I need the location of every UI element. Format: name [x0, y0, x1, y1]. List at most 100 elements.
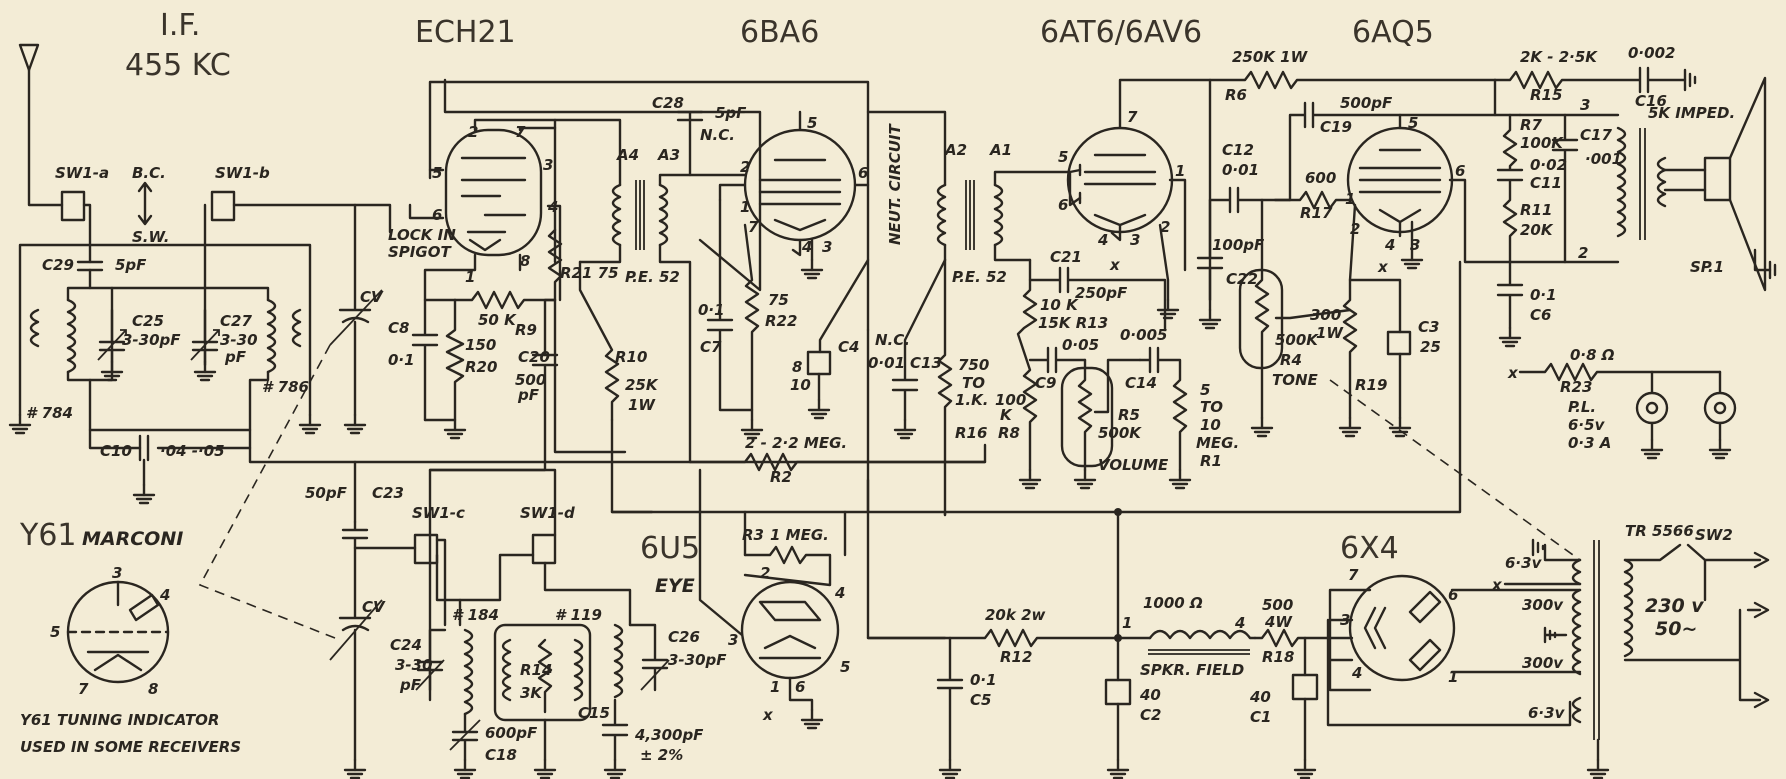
field-value: 1000 Ω	[1143, 594, 1203, 612]
c24-unit: pF	[399, 676, 422, 694]
svg-text:5: 5	[840, 658, 850, 676]
y61-maker: MARCONI	[82, 528, 183, 550]
mains-freq: 50~	[1655, 618, 1697, 640]
coil184-label: # 184	[452, 606, 499, 624]
svg-text:6: 6	[795, 678, 805, 696]
c29-value: 5pF	[115, 256, 147, 274]
6u5-envelope	[740, 580, 840, 680]
c19-label: C19	[1320, 118, 1352, 136]
r12-label: R12	[1000, 648, 1032, 666]
power-transformer	[1571, 558, 1582, 586]
if-transformer-2	[936, 183, 947, 247]
c22-value: 100pF	[1212, 236, 1265, 254]
r21-label: R21 75	[560, 264, 619, 282]
sw1b-label: SW1-b	[215, 164, 270, 182]
svg-text:1: 1	[1448, 668, 1458, 686]
6ba6-stage: 52 16 74 3 A4 A3 P.E. 52 C28 5pF N.C. R1…	[553, 94, 904, 514]
ech21-envelope	[444, 128, 543, 257]
c24-value: 3-30	[395, 656, 433, 674]
c15-tol: ± 2%	[640, 746, 683, 764]
c6-value: 0·1	[1530, 286, 1557, 304]
svg-text:7: 7	[515, 123, 526, 141]
r12-value: 20k 2w	[985, 606, 1046, 624]
svg-text:5: 5	[432, 164, 442, 182]
output-transformer	[1616, 126, 1627, 238]
r1-v3: 10	[1200, 416, 1221, 434]
6aq5-heading: 6AQ5	[1352, 15, 1434, 50]
pe52-label-1: P.E. 52	[625, 268, 680, 286]
r5-value: 500K	[1098, 424, 1142, 442]
coil-784	[66, 298, 77, 374]
svg-text:6: 6	[432, 206, 442, 224]
c28-label: C28	[652, 94, 684, 112]
r14-label: R14	[520, 661, 552, 679]
speaker-field-coil	[1148, 629, 1257, 640]
c15-value: 4,300pF	[634, 726, 704, 744]
svg-text:x: x	[1377, 258, 1389, 276]
sec-2: 300v	[1522, 596, 1564, 614]
c25-value: 3-30pF	[122, 331, 181, 349]
a3-label: A3	[657, 146, 680, 164]
6x4-envelope	[1348, 574, 1456, 682]
r6-label: R6	[1225, 86, 1247, 104]
svg-text:2: 2	[760, 564, 770, 582]
r20-label: R20	[465, 358, 497, 376]
sw1c-label: SW1-c	[412, 504, 465, 522]
c5-value: 0·1	[970, 671, 997, 689]
c13-nc: N.C.	[875, 331, 910, 349]
pl-label: P.L.	[1568, 398, 1596, 416]
r13-value: 10 K	[1040, 296, 1079, 314]
6x4-heading: 6X4	[1340, 531, 1399, 566]
c27-unit: pF	[224, 348, 247, 366]
r17-value: 600	[1305, 169, 1336, 187]
c1-label: C1	[1250, 708, 1271, 726]
c27-label: C27	[220, 312, 252, 330]
c10-label: C10	[100, 442, 132, 460]
y61-note-2: USED IN SOME RECEIVERS	[20, 738, 241, 756]
r4-value: 500K	[1275, 331, 1319, 349]
svg-text:3: 3	[112, 564, 122, 582]
sw1a-switch	[60, 190, 86, 222]
c28-nc: N.C.	[700, 126, 735, 144]
sp1-label: SP.1	[1690, 258, 1724, 276]
c23-value: 50pF	[305, 484, 348, 502]
c7-value: 0·1	[698, 301, 725, 319]
coil786-label: # 786	[262, 378, 309, 396]
coil119-label: # 119	[555, 606, 602, 624]
svg-text:3: 3	[1410, 236, 1420, 254]
r9-value: 50 K	[478, 311, 517, 329]
c14-label: C14	[1125, 374, 1157, 392]
6at6-heading: 6AT6/6AV6	[1040, 15, 1202, 50]
svg-text:6: 6	[1455, 162, 1465, 180]
svg-text:7: 7	[1348, 566, 1359, 584]
c3-label: C3	[1418, 318, 1439, 336]
sec-4: 6·3v	[1528, 704, 1566, 722]
c2-label: C2	[1140, 706, 1161, 724]
sec-1: 6·3v	[1505, 554, 1543, 572]
headings: I.F. 455 KC ECH21 6BA6 6AT6/6AV6 6AQ5 6U…	[125, 8, 1434, 597]
6ba6-heading: 6BA6	[740, 15, 819, 50]
svg-text:x: x	[1109, 256, 1121, 274]
c18-value: 600pF	[485, 724, 538, 742]
r15-value: 2K - 2·5K	[1520, 48, 1598, 66]
c7-label: C7	[700, 338, 722, 356]
if-heading-line2: 455 KC	[125, 48, 231, 83]
c20-value: 500	[515, 371, 546, 389]
r5-label: R5	[1118, 406, 1140, 424]
c8-value: 0·1	[388, 351, 415, 369]
c13-label: C13	[910, 354, 942, 372]
svg-text:3: 3	[1130, 231, 1140, 249]
r7-value: 100K	[1520, 134, 1564, 152]
if-heading-line1: I.F.	[160, 8, 200, 43]
svg-text:5: 5	[1058, 148, 1068, 166]
r9-label: R9	[515, 321, 537, 339]
volume-label: VOLUME	[1098, 456, 1169, 474]
svg-text:2: 2	[1160, 218, 1170, 236]
pilot-lamp-1	[1635, 391, 1669, 425]
coil-119	[501, 638, 512, 702]
pilot-lamp-2	[1703, 391, 1737, 425]
r19-watt: 1W	[1316, 324, 1344, 342]
r23-value: 0·8 Ω	[1570, 346, 1615, 364]
svg-text:1: 1	[770, 678, 780, 696]
